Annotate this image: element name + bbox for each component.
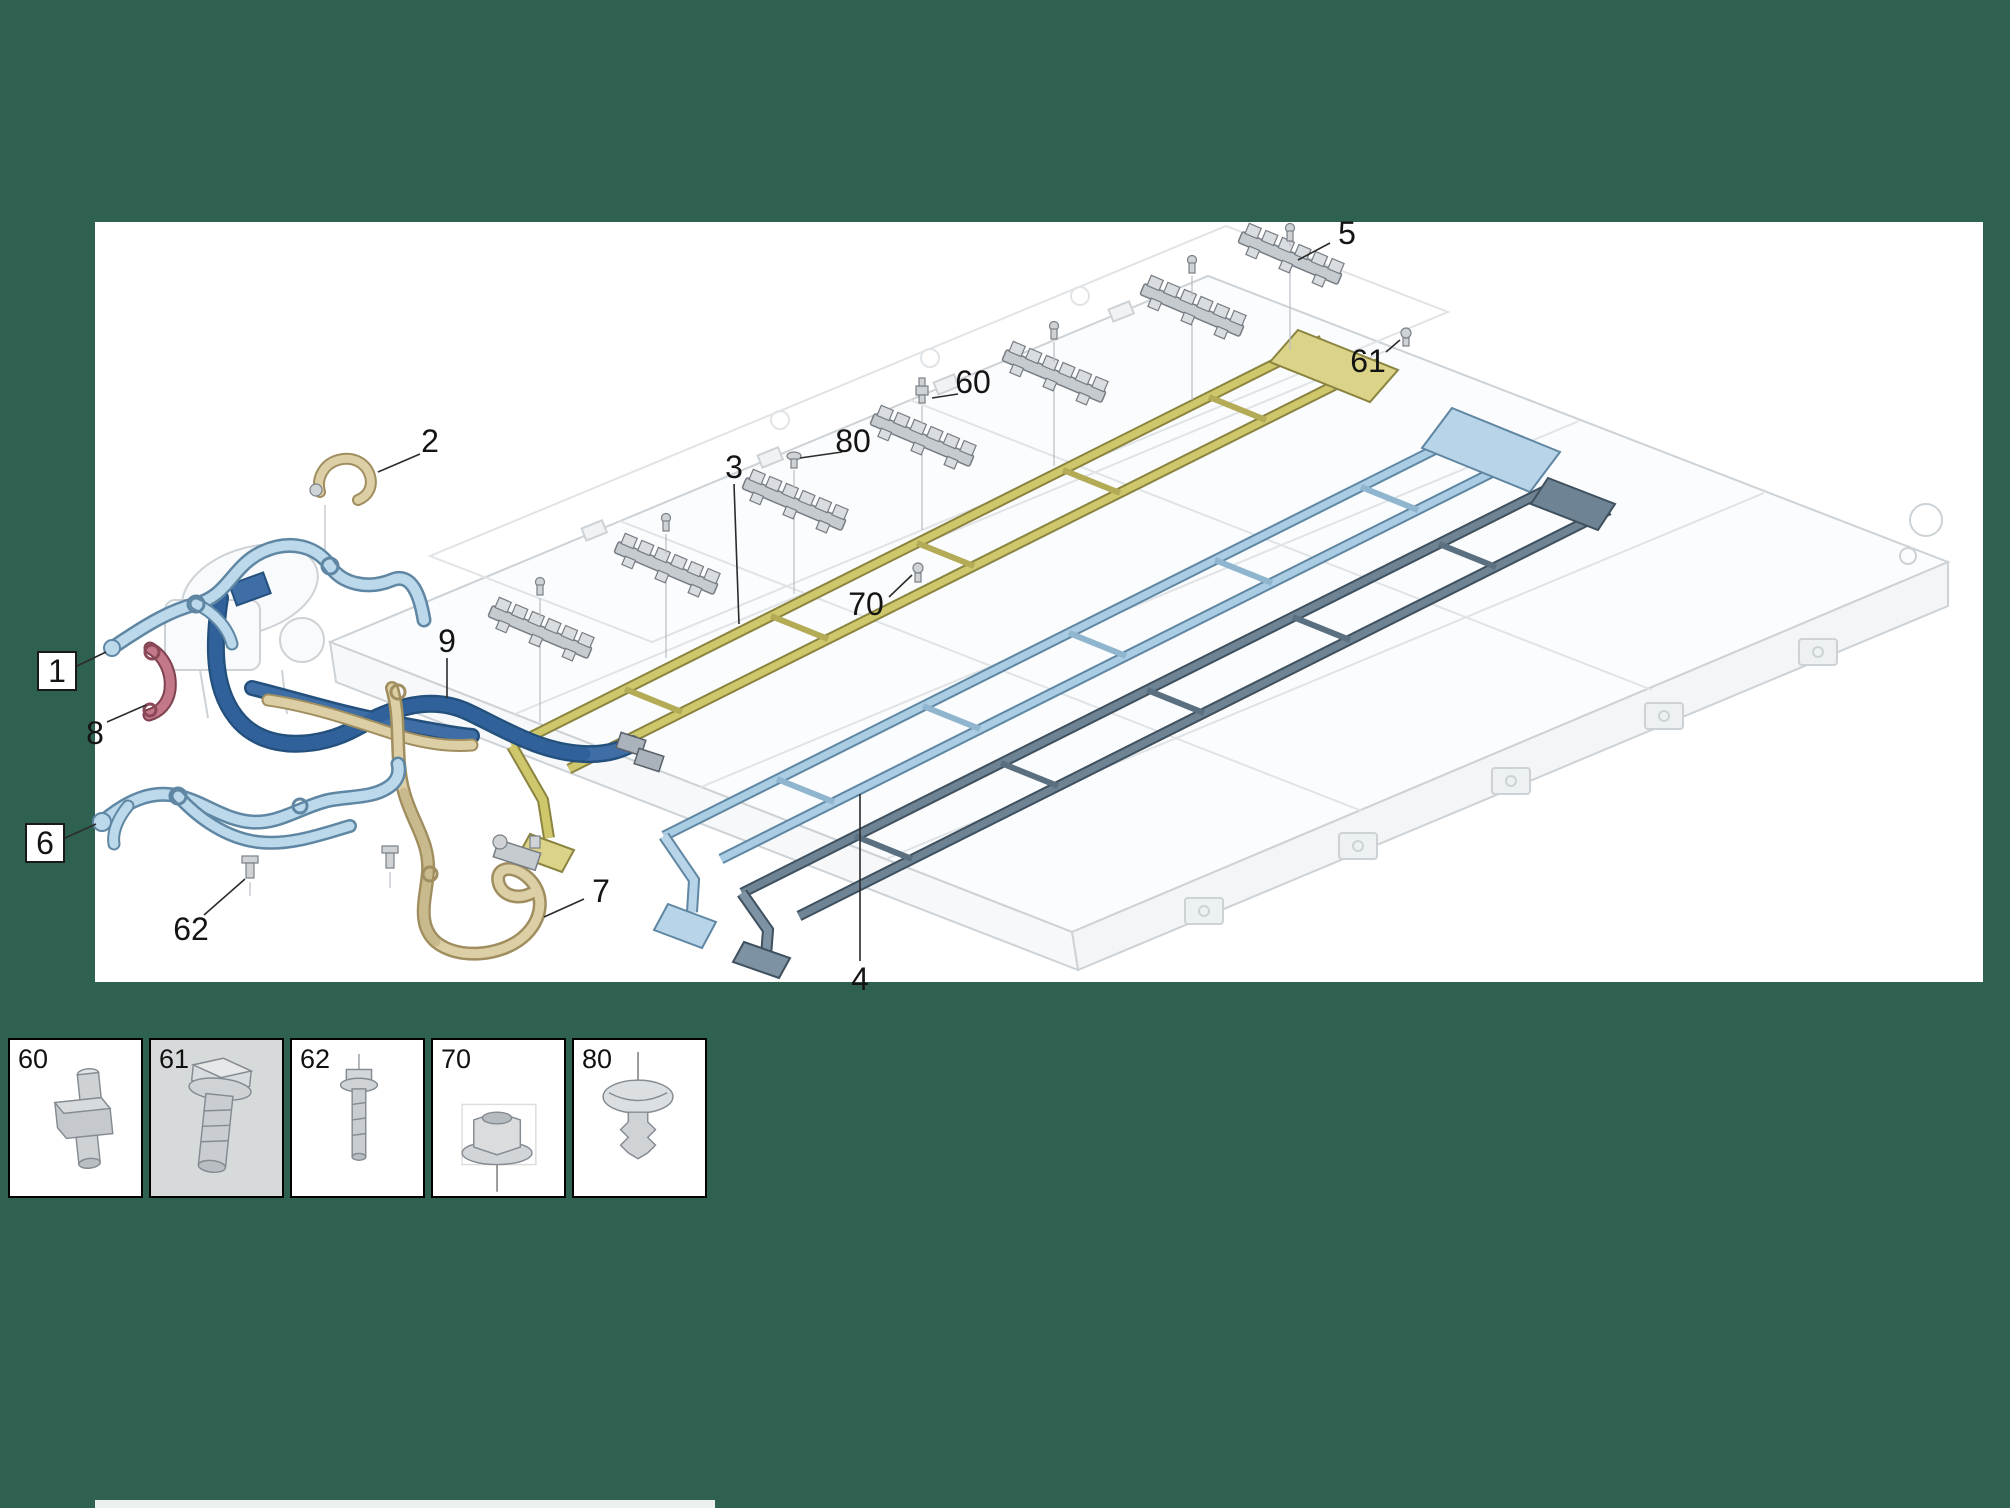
callout-62[interactable]: 62 bbox=[173, 878, 246, 947]
callout-60-label[interactable]: 60 bbox=[955, 364, 991, 400]
callout-70[interactable]: 70 bbox=[848, 574, 913, 622]
fastener-thumbnails: 60 61 bbox=[8, 1038, 707, 1198]
standoff-stud-icon bbox=[53, 1068, 114, 1169]
callout-8[interactable]: 8 bbox=[86, 704, 147, 751]
callout-1-label[interactable]: 1 bbox=[48, 653, 66, 689]
callout-6[interactable]: 6 bbox=[25, 823, 97, 863]
thumbnail-61[interactable]: 61 bbox=[149, 1038, 284, 1198]
callout-70-label[interactable]: 70 bbox=[848, 586, 884, 622]
callout-80[interactable]: 80 bbox=[799, 423, 871, 459]
callout-9-label[interactable]: 9 bbox=[438, 623, 456, 659]
hose-valve-fitting[interactable] bbox=[492, 834, 542, 872]
callout-4-label[interactable]: 4 bbox=[851, 961, 869, 997]
standoff-stud-glyph[interactable] bbox=[915, 377, 929, 424]
callout-3[interactable]: 3 bbox=[725, 449, 743, 625]
strip-fastener-pins bbox=[534, 222, 1296, 618]
coolant-hose-pink[interactable] bbox=[142, 641, 177, 722]
bottom-edge-line bbox=[95, 1500, 715, 1508]
thumbnail-60-label: 60 bbox=[18, 1044, 49, 1074]
callout-61-label[interactable]: 61 bbox=[1350, 343, 1386, 379]
thumbnail-60[interactable]: 60 bbox=[8, 1038, 143, 1198]
harness-rail-olive[interactable] bbox=[506, 328, 1400, 874]
thumbnail-62-label: 62 bbox=[300, 1044, 331, 1074]
callouts: 5 61 60 80 2 3 70 9 bbox=[25, 215, 1401, 997]
callout-2-label[interactable]: 2 bbox=[421, 423, 439, 459]
bolt-62b-glyph[interactable] bbox=[381, 845, 399, 888]
flange-bolt-icon bbox=[339, 1053, 379, 1161]
hex-flange-bolt-icon bbox=[188, 1057, 254, 1174]
thumbnail-70[interactable]: 70 bbox=[431, 1038, 566, 1198]
thumbnail-80-label: 80 bbox=[582, 1044, 613, 1074]
thumbnail-70-label: 70 bbox=[441, 1044, 472, 1074]
coolant-hoses-light-blue[interactable] bbox=[92, 537, 432, 851]
bolt-62-glyph[interactable] bbox=[241, 855, 259, 896]
callout-61[interactable]: 61 bbox=[1350, 339, 1401, 379]
callout-80-label[interactable]: 80 bbox=[835, 423, 871, 459]
thumbnail-61-label: 61 bbox=[159, 1044, 190, 1074]
coolant-hoses-tan[interactable] bbox=[261, 452, 547, 961]
callout-3-label[interactable]: 3 bbox=[725, 449, 743, 485]
thumbnail-80[interactable]: 80 bbox=[572, 1038, 707, 1198]
callout-6-label[interactable]: 6 bbox=[36, 825, 54, 861]
callout-7[interactable]: 7 bbox=[543, 873, 610, 918]
flange-nut-icon bbox=[461, 1103, 537, 1192]
cell-clip-strips[interactable] bbox=[484, 221, 1347, 722]
callout-9[interactable]: 9 bbox=[438, 623, 456, 698]
callout-5[interactable]: 5 bbox=[1297, 215, 1356, 261]
callout-1[interactable]: 1 bbox=[37, 651, 107, 691]
push-rivet-glyph[interactable] bbox=[786, 451, 802, 488]
callout-8-label[interactable]: 8 bbox=[86, 715, 104, 751]
callout-5-label[interactable]: 5 bbox=[1338, 215, 1356, 251]
callout-4[interactable]: 4 bbox=[851, 794, 869, 997]
callout-60[interactable]: 60 bbox=[931, 364, 991, 400]
callout-62-label[interactable]: 62 bbox=[173, 911, 209, 947]
bolt-61-glyph[interactable] bbox=[1400, 327, 1412, 347]
callout-7-label[interactable]: 7 bbox=[592, 873, 610, 909]
callout-2[interactable]: 2 bbox=[377, 423, 439, 473]
thumbnail-62[interactable]: 62 bbox=[290, 1038, 425, 1198]
harness-rail-light-blue[interactable] bbox=[652, 406, 1562, 950]
harness-rail-slate[interactable] bbox=[731, 476, 1617, 980]
bolt-70-glyph[interactable] bbox=[912, 562, 924, 583]
push-rivet-icon bbox=[602, 1052, 674, 1160]
mount-tabs bbox=[1184, 638, 1838, 925]
